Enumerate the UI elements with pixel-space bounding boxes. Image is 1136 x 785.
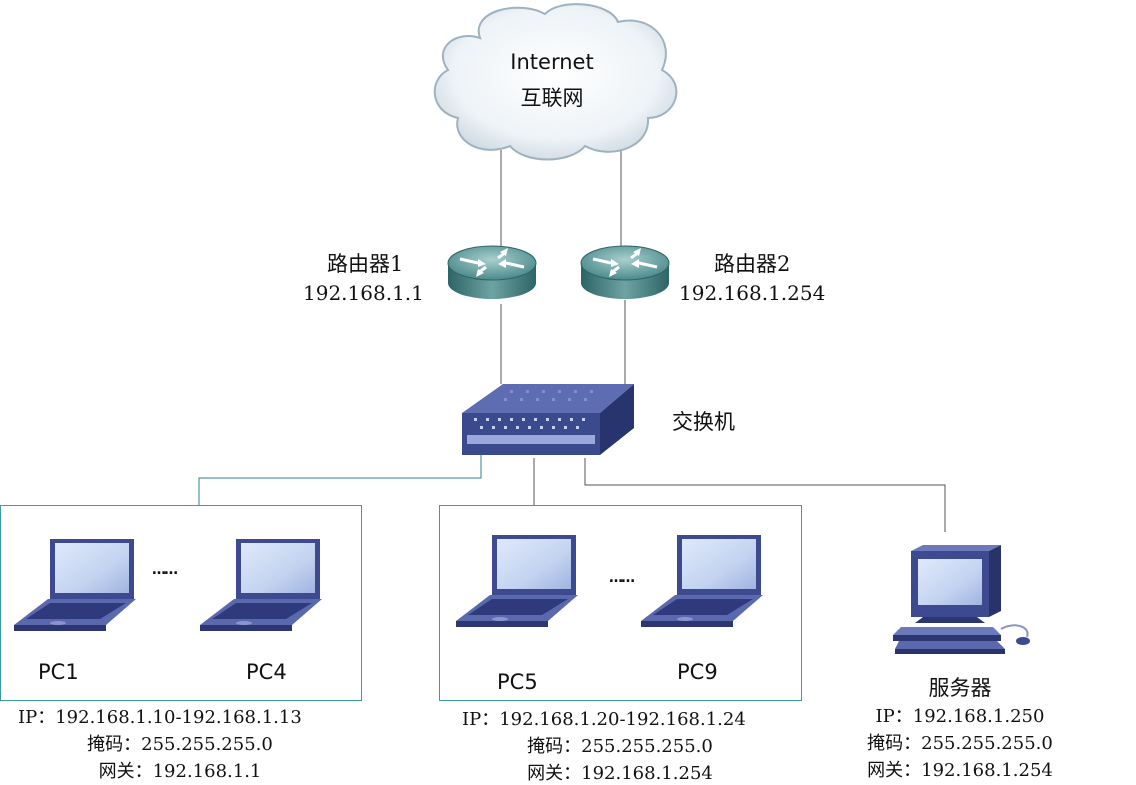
router2-ip: 192.168.1.254 — [679, 281, 826, 305]
pc9-label: PC9 — [677, 660, 718, 684]
router2-icon — [580, 245, 670, 299]
switch-icon — [462, 384, 634, 455]
internet-cloud-icon — [433, 3, 678, 161]
group2-ip-range: IP：192.168.1.20-192.168.1.24 — [462, 709, 746, 730]
links — [500, 150, 946, 532]
router1-ip: 192.168.1.1 — [303, 281, 424, 305]
server-name: 服务器 — [928, 676, 992, 700]
router1-icon — [447, 245, 537, 299]
internet-title: Internet — [510, 50, 594, 74]
server-mask: 掩码：255.255.255.0 — [867, 733, 1053, 754]
link-switch-group1 — [198, 448, 482, 505]
pc1-label: PC1 — [38, 660, 79, 684]
group1-mask: 掩码：255.255.255.0 — [87, 734, 273, 755]
link-switch-server — [584, 458, 946, 532]
pc-group-2-box — [439, 505, 802, 701]
switch-name: 交换机 — [672, 410, 735, 434]
pc4-label: PC4 — [246, 660, 287, 684]
laptop-pc1-icon — [14, 539, 136, 631]
group1-ellipsis: …… — [152, 562, 178, 578]
group2-gateway: 网关：192.168.1.254 — [527, 763, 713, 784]
server-ip: IP：192.168.1.250 — [875, 706, 1045, 727]
laptop-pc5-icon — [456, 535, 578, 627]
group2-mask: 掩码：255.255.255.0 — [527, 736, 713, 757]
router2-name: 路由器2 — [714, 252, 791, 276]
internet-subtitle: 互联网 — [520, 86, 584, 110]
group2-ellipsis: …… — [609, 570, 635, 586]
pc-group-1-box — [0, 505, 362, 701]
group1-gateway: 网关：192.168.1.1 — [98, 761, 262, 782]
laptop-pc4-icon — [200, 539, 322, 631]
server-workstation-icon — [893, 545, 1030, 654]
group1-ip-range: IP：192.168.1.10-192.168.1.13 — [18, 707, 302, 728]
router1-name: 路由器1 — [327, 252, 404, 276]
pc5-label: PC5 — [497, 670, 538, 694]
laptop-pc9-icon — [641, 535, 763, 627]
server-gateway: 网关：192.168.1.254 — [867, 760, 1053, 781]
